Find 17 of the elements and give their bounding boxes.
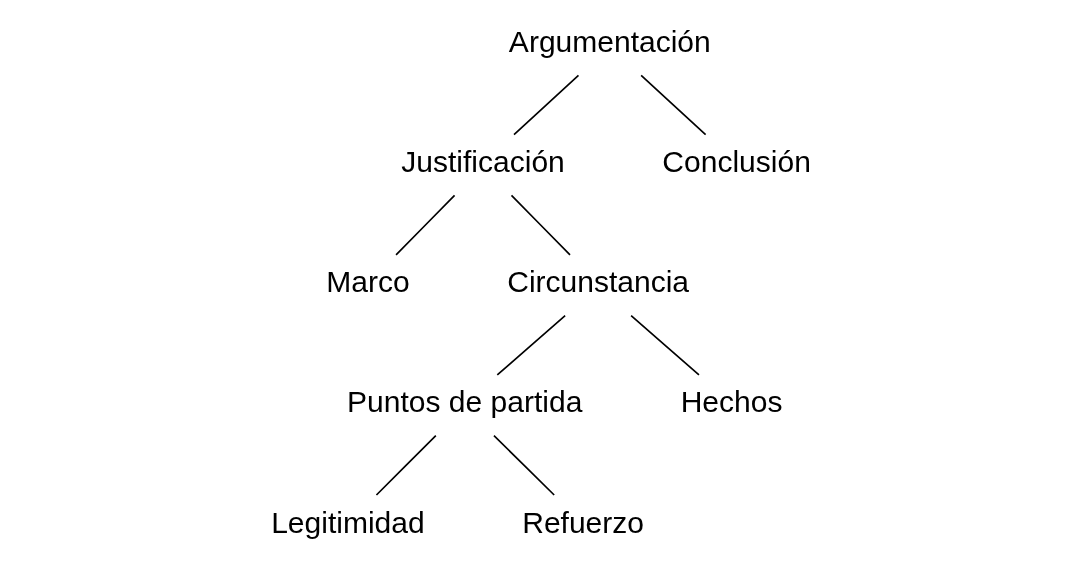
node-text: Hechos <box>680 385 783 419</box>
node-text: Justificación <box>401 145 565 179</box>
node-text: Conclusión <box>662 145 811 179</box>
connector <box>395 194 456 256</box>
connector <box>640 74 707 136</box>
connector <box>630 314 700 376</box>
connector <box>510 194 571 256</box>
node-text: Puntos de partida <box>347 385 583 419</box>
connector <box>496 314 566 376</box>
connector <box>493 434 555 496</box>
node-text: Argumentación <box>508 25 711 59</box>
node-text: Refuerzo <box>522 505 645 539</box>
node-text: Legitimidad <box>271 505 425 539</box>
connector <box>513 74 580 136</box>
node-text: Circunstancia <box>507 265 690 299</box>
node-text: Marco <box>326 265 410 299</box>
connector <box>375 434 437 496</box>
